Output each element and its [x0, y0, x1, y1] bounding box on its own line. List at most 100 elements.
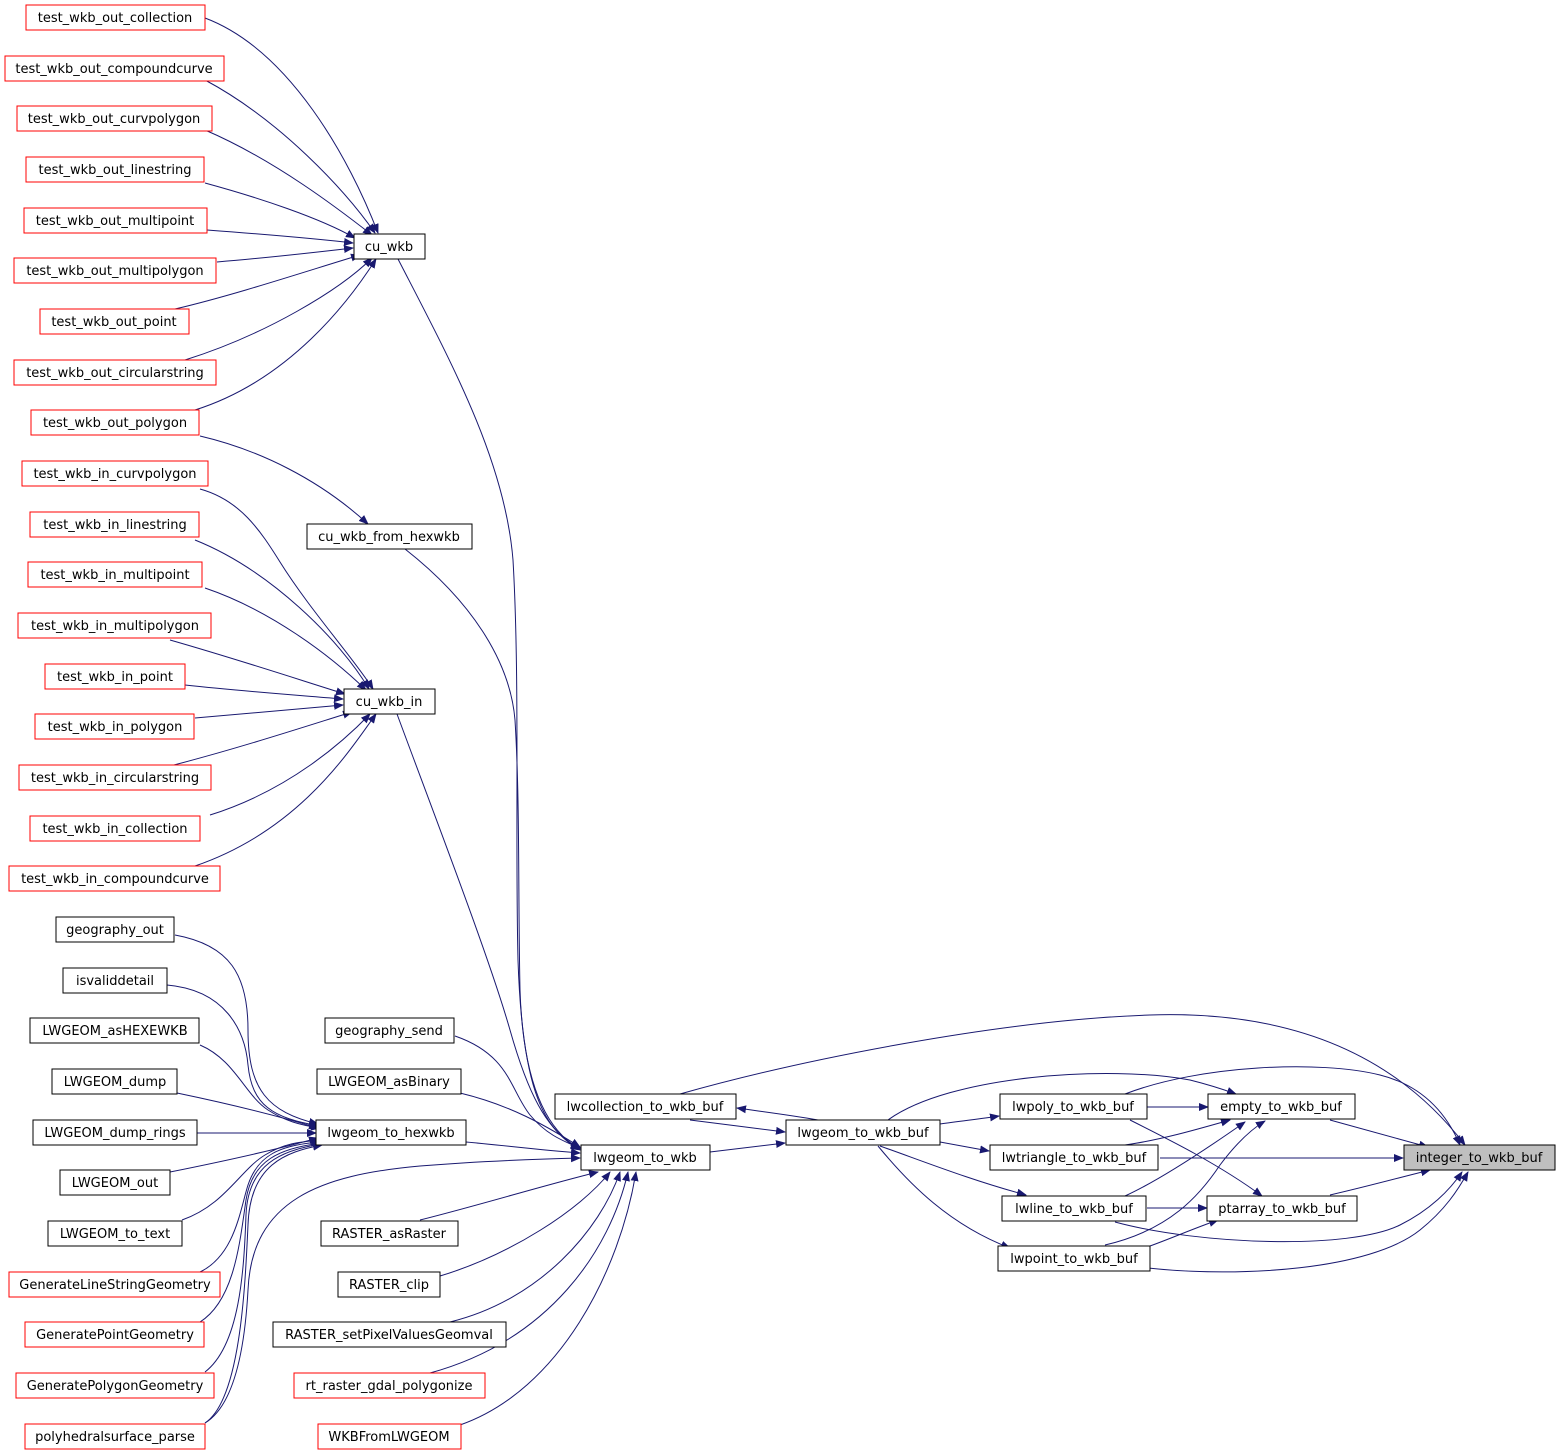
- edge-lwcollection_to_wkb_buf-lwgeom_to_wkb_buf: [689, 1119, 786, 1135]
- node-lwgeom_to_wkb_buf[interactable]: lwgeom_to_wkb_buf: [785, 1119, 941, 1146]
- node-lwtriangle_to_wkb_buf[interactable]: lwtriangle_to_wkb_buf: [989, 1144, 1159, 1171]
- edge-RASTER_setPixelValuesGeomval-lwgeom_to_wkb: [449, 1171, 621, 1323]
- node-test_wkb_out_compoundcurve[interactable]: test_wkb_out_compoundcurve: [4, 55, 225, 82]
- edge-empty_to_wkb_buf-integer_to_wkb_buf-upper: [1124, 1066, 1461, 1146]
- node-LWGEOM_dump[interactable]: LWGEOM_dump: [51, 1068, 178, 1095]
- node-test_wkb_out_point[interactable]: test_wkb_out_point: [39, 308, 190, 335]
- node-test_wkb_out_collection[interactable]: test_wkb_out_collection: [25, 4, 206, 31]
- node-test_wkb_in_multipoint[interactable]: test_wkb_in_multipoint: [27, 561, 203, 588]
- edge-lwline_to_wkb_buf-integer_to_wkb_buf: [1114, 1171, 1463, 1243]
- edge-LWGEOM_asBinary-lwgeom_to_wkb: [459, 1092, 581, 1148]
- node-test_wkb_in_multipolygon[interactable]: test_wkb_in_multipolygon: [17, 612, 212, 639]
- node-test_wkb_out_circularstring[interactable]: test_wkb_out_circularstring: [13, 359, 217, 386]
- node-RASTER_setPixelValuesGeomval[interactable]: RASTER_setPixelValuesGeomval: [272, 1321, 507, 1348]
- svg-text:geography_out: geography_out: [66, 923, 164, 938]
- node-empty_to_wkb_buf[interactable]: empty_to_wkb_buf: [1207, 1093, 1356, 1120]
- node-lwgeom_to_hexwkb[interactable]: lwgeom_to_hexwkb: [315, 1119, 467, 1146]
- svg-text:integer_to_wkb_buf: integer_to_wkb_buf: [1416, 1151, 1543, 1166]
- svg-text:lwtriangle_to_wkb_buf: lwtriangle_to_wkb_buf: [1002, 1151, 1147, 1166]
- node-LWGEOM_out[interactable]: LWGEOM_out: [59, 1169, 171, 1196]
- edge-empty_to_wkb_buf-integer_to_wkb_buf: [1329, 1119, 1429, 1149]
- node-test_wkb_in_point[interactable]: test_wkb_in_point: [44, 663, 186, 690]
- svg-text:polyhedralsurface_parse: polyhedralsurface_parse: [35, 1430, 195, 1445]
- node-test_wkb_out_multipolygon[interactable]: test_wkb_out_multipolygon: [13, 257, 217, 284]
- svg-text:ptarray_to_wkb_buf: ptarray_to_wkb_buf: [1218, 1202, 1346, 1217]
- node-test_wkb_in_compoundcurve[interactable]: test_wkb_in_compoundcurve: [8, 865, 221, 892]
- svg-text:RASTER_setPixelValuesGeomval: RASTER_setPixelValuesGeomval: [285, 1328, 493, 1343]
- node-test_wkb_in_collection[interactable]: test_wkb_in_collection: [29, 815, 201, 842]
- node-test_wkb_in_linestring[interactable]: test_wkb_in_linestring: [29, 511, 200, 538]
- node-WKBFromLWGEOM[interactable]: WKBFromLWGEOM: [317, 1423, 462, 1450]
- svg-text:test_wkb_in_curvpolygon: test_wkb_in_curvpolygon: [33, 467, 196, 482]
- node-LWGEOM_to_text[interactable]: LWGEOM_to_text: [47, 1220, 183, 1247]
- svg-text:cu_wkb_from_hexwkb: cu_wkb_from_hexwkb: [318, 530, 460, 545]
- node-cu_wkb_in[interactable]: cu_wkb_in: [343, 688, 436, 715]
- edge-lwgeom_to_wkb-lwgeom_to_wkb_buf: [709, 1140, 786, 1153]
- node-integer_to_wkb_buf[interactable]: integer_to_wkb_buf: [1403, 1144, 1556, 1171]
- svg-text:LWGEOM_out: LWGEOM_out: [72, 1176, 158, 1191]
- svg-text:test_wkb_out_circularstring: test_wkb_out_circularstring: [26, 366, 204, 381]
- node-lwline_to_wkb_buf[interactable]: lwline_to_wkb_buf: [1001, 1195, 1147, 1222]
- node-geography_out[interactable]: geography_out: [55, 916, 175, 943]
- node-LWGEOM_asHEXEWKB[interactable]: LWGEOM_asHEXEWKB: [29, 1017, 200, 1044]
- edge-test_wkb_in_circularstring-cu_wkb_in: [169, 710, 353, 767]
- svg-text:test_wkb_out_linestring: test_wkb_out_linestring: [39, 163, 192, 178]
- svg-text:test_wkb_out_collection: test_wkb_out_collection: [38, 11, 193, 26]
- edge-polyhedralsurface_parse-lwgeom_to_wkb: [204, 1154, 581, 1424]
- svg-text:rt_raster_gdal_polygonize: rt_raster_gdal_polygonize: [306, 1379, 473, 1394]
- node-lwpoly_to_wkb_buf[interactable]: lwpoly_to_wkb_buf: [999, 1093, 1148, 1120]
- node-test_wkb_in_curvpolygon[interactable]: test_wkb_in_curvpolygon: [21, 460, 209, 487]
- edge-lwgeom_to_wkb_buf-lwpoly_to_wkb_buf: [939, 1113, 1000, 1125]
- node-ptarray_to_wkb_buf[interactable]: ptarray_to_wkb_buf: [1206, 1195, 1358, 1222]
- svg-text:test_wkb_out_multipoint: test_wkb_out_multipoint: [36, 214, 195, 229]
- node-test_wkb_out_multipoint[interactable]: test_wkb_out_multipoint: [23, 207, 208, 234]
- node-rt_raster_gdal_polygonize[interactable]: rt_raster_gdal_polygonize: [293, 1372, 486, 1399]
- node-lwpoint_to_wkb_buf[interactable]: lwpoint_to_wkb_buf: [997, 1245, 1151, 1272]
- node-test_wkb_in_circularstring[interactable]: test_wkb_in_circularstring: [18, 764, 212, 791]
- edge-test_wkb_out_polygon-cu_wkb: [194, 258, 377, 411]
- node-lwcollection_to_wkb_buf[interactable]: lwcollection_to_wkb_buf: [554, 1093, 737, 1120]
- node-test_wkb_out_curvpolygon[interactable]: test_wkb_out_curvpolygon: [16, 105, 213, 132]
- svg-text:test_wkb_in_circularstring: test_wkb_in_circularstring: [31, 771, 199, 786]
- node-polyhedralsurface_parse[interactable]: polyhedralsurface_parse: [24, 1423, 206, 1450]
- edge-GenerateLineStringGeometry-lwgeom_to_hexwkb: [199, 1138, 321, 1273]
- edge-lwpoint_to_wkb_buf-empty_to_wkb_buf: [1104, 1120, 1266, 1246]
- node-RASTER_asRaster[interactable]: RASTER_asRaster: [320, 1220, 459, 1247]
- edge-WKBFromLWGEOM-lwgeom_to_wkb: [459, 1171, 639, 1426]
- node-RASTER_clip[interactable]: RASTER_clip: [337, 1271, 441, 1298]
- node-test_wkb_in_polygon[interactable]: test_wkb_in_polygon: [34, 713, 195, 740]
- svg-text:empty_to_wkb_buf: empty_to_wkb_buf: [1220, 1100, 1342, 1115]
- edge-test_wkb_out_curvpolygon-cu_wkb: [204, 129, 373, 236]
- svg-text:test_wkb_out_multipolygon: test_wkb_out_multipolygon: [26, 264, 203, 279]
- edge-test_wkb_in_compoundcurve-cu_wkb_in: [194, 713, 377, 867]
- edge-geography_out-lwgeom_to_hexwkb: [174, 934, 319, 1126]
- edge-LWGEOM_asHEXEWKB-lwgeom_to_hexwkb: [199, 1044, 321, 1131]
- node-cu_wkb[interactable]: cu_wkb: [353, 233, 426, 260]
- node-isvaliddetail[interactable]: isvaliddetail: [62, 967, 168, 994]
- node-GenerateLineStringGeometry[interactable]: GenerateLineStringGeometry: [8, 1271, 221, 1298]
- svg-text:RASTER_asRaster: RASTER_asRaster: [332, 1227, 447, 1242]
- node-GeneratePointGeometry[interactable]: GeneratePointGeometry: [24, 1321, 205, 1348]
- node-cu_wkb_from_hexwkb[interactable]: cu_wkb_from_hexwkb: [306, 523, 473, 550]
- node-LWGEOM_dump_rings[interactable]: LWGEOM_dump_rings: [32, 1119, 198, 1146]
- node-test_wkb_out_polygon[interactable]: test_wkb_out_polygon: [30, 409, 200, 436]
- svg-text:cu_wkb: cu_wkb: [365, 240, 413, 255]
- node-lwgeom_to_wkb[interactable]: lwgeom_to_wkb: [580, 1144, 711, 1171]
- svg-text:GeneratePointGeometry: GeneratePointGeometry: [36, 1328, 194, 1343]
- node-LWGEOM_asBinary[interactable]: LWGEOM_asBinary: [316, 1068, 462, 1095]
- edge-test_wkb_in_multipoint-cu_wkb_in: [204, 587, 367, 691]
- edge-cu_wkb_from_hexwkb-lwgeom_to_wkb: [404, 548, 581, 1150]
- svg-text:test_wkb_out_polygon: test_wkb_out_polygon: [43, 416, 187, 431]
- node-geography_send[interactable]: geography_send: [324, 1017, 455, 1044]
- edge-LWGEOM_dump-lwgeom_to_hexwkb: [176, 1092, 319, 1130]
- node-GeneratePolygonGeometry[interactable]: GeneratePolygonGeometry: [15, 1372, 215, 1399]
- edge-test_wkb_out_collection-cu_wkb: [204, 17, 379, 234]
- node-test_wkb_out_linestring[interactable]: test_wkb_out_linestring: [25, 156, 205, 183]
- svg-text:test_wkb_out_curvpolygon: test_wkb_out_curvpolygon: [28, 112, 201, 127]
- svg-text:GenerateLineStringGeometry: GenerateLineStringGeometry: [19, 1278, 211, 1293]
- svg-text:lwgeom_to_hexwkb: lwgeom_to_hexwkb: [327, 1126, 454, 1141]
- edge-lwpoly_to_wkb_buf-ptarray_to_wkb_buf: [1129, 1119, 1263, 1197]
- edge-lwgeom_to_wkb_buf-lwpoint_to_wkb_buf: [877, 1145, 1011, 1249]
- svg-text:LWGEOM_dump: LWGEOM_dump: [64, 1075, 167, 1090]
